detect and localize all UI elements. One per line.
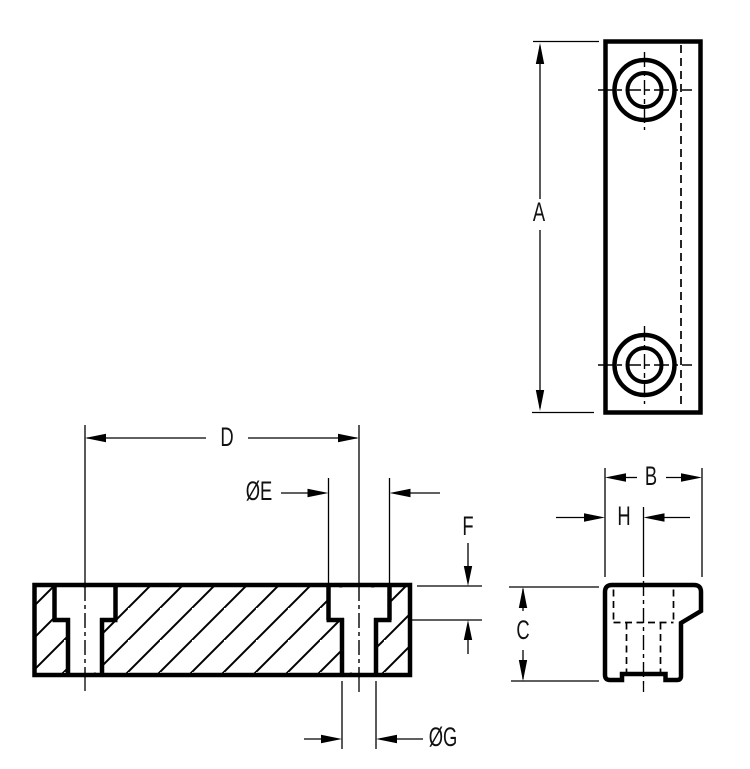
- dim-g: [304, 681, 423, 749]
- dim-d: [85, 433, 359, 443]
- dim-label-a: A: [532, 196, 546, 227]
- front-centerlines: [84, 425, 360, 692]
- dim-label-f: F: [462, 510, 474, 541]
- dim-h: [556, 513, 690, 522]
- dim-a: [532, 40, 599, 414]
- plan-outline: [603, 39, 703, 415]
- plan-view: [532, 39, 703, 415]
- side-view: [509, 468, 704, 692]
- plan-hole-top: [598, 52, 692, 130]
- front-section-view: [32, 425, 482, 749]
- dim-e: [281, 478, 440, 583]
- plan-hole-bottom: [598, 326, 692, 404]
- dim-b: [604, 468, 703, 577]
- dim-c: [509, 586, 599, 682]
- dim-label-h: H: [617, 500, 631, 531]
- dim-label-e: ØE: [245, 475, 273, 506]
- dim-f: [412, 543, 482, 654]
- dim-label-c: C: [516, 614, 530, 645]
- dim-label-d: D: [220, 421, 234, 452]
- side-outline: [602, 582, 704, 683]
- dim-label-b: B: [644, 460, 658, 491]
- dim-label-g: ØG: [428, 721, 458, 752]
